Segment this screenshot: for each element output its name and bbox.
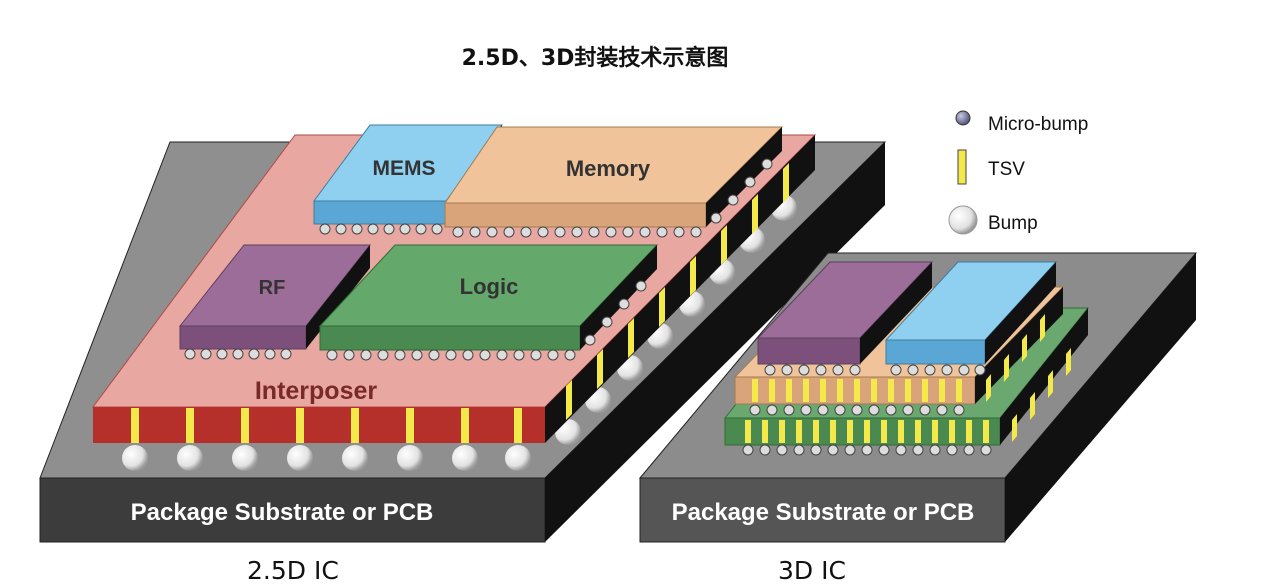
die-stack-top-purple	[756, 261, 934, 365]
interposer-side	[545, 135, 815, 443]
left-substrate-side	[545, 142, 885, 542]
chip-logic-label: Logic	[460, 274, 519, 299]
legend-bump-label: Bump	[988, 213, 1038, 234]
diagram-title: 2.5D、3D封装技术示意图	[461, 46, 729, 71]
right-caption: 3D IC	[778, 556, 846, 585]
legend-tsv-label: TSV	[988, 159, 1025, 180]
left-2-5d-package: Interposer MEMS	[39, 124, 887, 543]
bump-icon	[948, 205, 978, 235]
die-stack-top-bumps	[764, 364, 986, 376]
tsv-icon	[957, 149, 967, 185]
right-3d-package: Package Substrate or PCB	[638, 252, 1198, 543]
legend: Micro-bump TSV Bump	[948, 110, 1088, 235]
chip-mems-label: MEMS	[373, 157, 436, 180]
right-substrate-label: Package Substrate or PCB	[672, 499, 975, 526]
left-caption: 2.5D IC	[247, 556, 339, 585]
interposer-front	[93, 407, 545, 443]
chip-rf-label: RF	[259, 277, 286, 299]
chip-logic: Logic	[318, 244, 659, 361]
chip-rf: RF	[178, 244, 372, 360]
legend-micro-bump-label: Micro-bump	[988, 114, 1088, 135]
micro-bump-icon	[955, 110, 971, 126]
right-substrate-side	[1005, 253, 1196, 542]
left-substrate-label: Package Substrate or PCB	[131, 499, 434, 526]
interposer-label: Interposer	[255, 377, 378, 405]
left-tsvs	[131, 163, 789, 443]
die-stack-top-blue	[884, 261, 1058, 365]
chip-memory-label: Memory	[566, 156, 651, 181]
chip-memory: Memory	[444, 126, 784, 238]
